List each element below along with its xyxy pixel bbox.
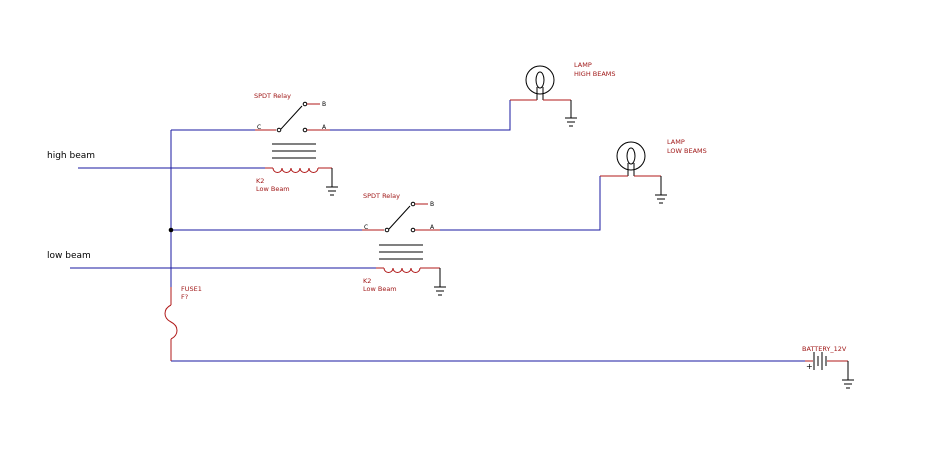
lamp-low-line2: LOW BEAMS [667,147,707,155]
battery-label: BATTERY_12V [802,345,847,353]
ground-symbol [842,379,854,389]
relay-bottom: SPDT Relay B A C K2 Low Beam [362,192,441,293]
relay-bottom-coil-name: Low Beam [363,285,397,293]
battery: BATTERY_12V + [802,345,849,380]
wiring [70,100,805,362]
relay-top-coil-ref: K2 [256,177,264,185]
relay-bottom-pin-b: B [430,201,434,208]
ground-symbol [434,286,446,296]
relay-top-coil-name: Low Beam [256,185,290,193]
relay-top-pin-a: A [322,124,327,131]
lamp-high-line1: LAMP [574,61,592,69]
fuse-ref: FUSE1 [181,285,202,293]
relay-top: SPDT Relay B A C K2 Low Beam [254,92,333,193]
lamp-high-line2: HIGH BEAMS [574,70,616,78]
ground-symbol [326,186,338,196]
lamp-high-beams: LAMP HIGH BEAMS [510,61,616,118]
relay-top-pin-b: B [322,101,326,108]
fuse: FUSE1 F? [164,285,202,361]
battery-plus: + [806,362,813,371]
lamp-low-line1: LAMP [667,138,685,146]
relay-bottom-title: SPDT Relay [363,192,400,200]
relay-bottom-coil-ref: K2 [363,277,371,285]
junction-dot [168,227,174,233]
lamp-low-beams: LAMP LOW BEAMS [600,138,707,195]
relay-bottom-pin-a: A [430,224,435,231]
relay-top-title: SPDT Relay [254,92,291,100]
ground-symbol [655,194,667,204]
high-beam-input-label: high beam [47,151,95,161]
ground-symbol [565,117,577,127]
relay-top-pin-c: C [257,124,261,131]
relay-bottom-pin-c: C [364,224,368,231]
fuse-value: F? [181,293,188,301]
low-beam-input-label: low beam [47,251,91,261]
